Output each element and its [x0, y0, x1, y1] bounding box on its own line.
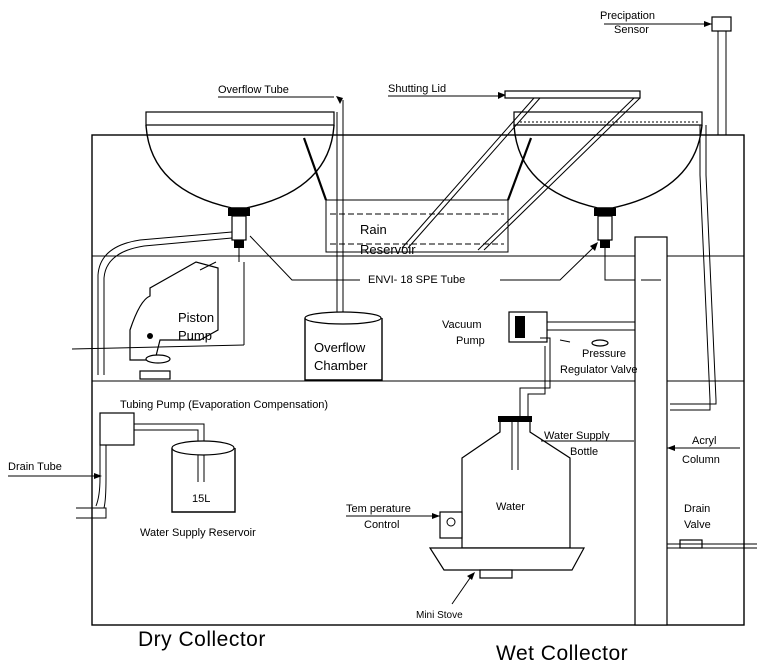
label-drain-valve-2: Valve	[684, 519, 711, 531]
title-dry-collector: Dry Collector	[138, 628, 266, 651]
label-drain-tube: Drain Tube	[8, 461, 62, 473]
label-overflow-tube: Overflow Tube	[218, 84, 289, 96]
label-overflow-chamber-2: Chamber	[314, 358, 368, 373]
label-acryl-column-1: Acryl	[692, 435, 716, 447]
label-piston-pump-1: Piston	[178, 310, 214, 325]
label-drain-valve-1: Drain	[684, 503, 710, 515]
label-envi-tube: ENVI- 18 SPE Tube	[368, 274, 465, 286]
label-reservoir-volume: 15L	[192, 493, 210, 505]
label-vacuum-pump-1: Vacuum	[442, 319, 482, 331]
label-tubing-pump: Tubing Pump (Evaporation Compensation)	[120, 399, 328, 411]
label-temperature-control-2: Control	[364, 519, 399, 531]
label-shutting-lid: Shutting Lid	[388, 83, 446, 95]
label-water-supply-reservoir: Water Supply Reservoir	[140, 527, 256, 539]
label-overflow-chamber-1: Overflow	[314, 340, 366, 355]
label-piston-pump-2: Pump	[178, 328, 212, 343]
label-precipitation-sensor-1: Precipation	[600, 10, 655, 22]
overflow-tube	[218, 96, 343, 318]
label-acryl-column-2: Column	[682, 454, 720, 466]
tubing-pump	[76, 413, 204, 518]
label-rain-reservoir-1: Rain	[360, 222, 387, 237]
label-water-supply-bottle-2: Bottle	[570, 446, 598, 458]
label-pressure-regulator-2: Regulator Valve	[560, 364, 637, 376]
label-rain-reservoir-2: Reservoir	[360, 242, 416, 257]
rain-reservoir	[326, 200, 508, 252]
title-wet-collector: Wet Collector	[496, 642, 628, 665]
label-water-supply-bottle-1: Water Supply	[544, 430, 610, 442]
label-water: Water	[496, 501, 525, 513]
label-pressure-regulator-1: Pressure	[582, 348, 626, 360]
label-precipitation-sensor-2: Sensor	[614, 24, 649, 36]
label-vacuum-pump-2: Pump	[456, 335, 485, 347]
label-temperature-control-1: Tem perature	[346, 503, 411, 515]
piston-pump	[72, 232, 244, 379]
label-mini-stove: Mini Stove	[416, 610, 463, 621]
